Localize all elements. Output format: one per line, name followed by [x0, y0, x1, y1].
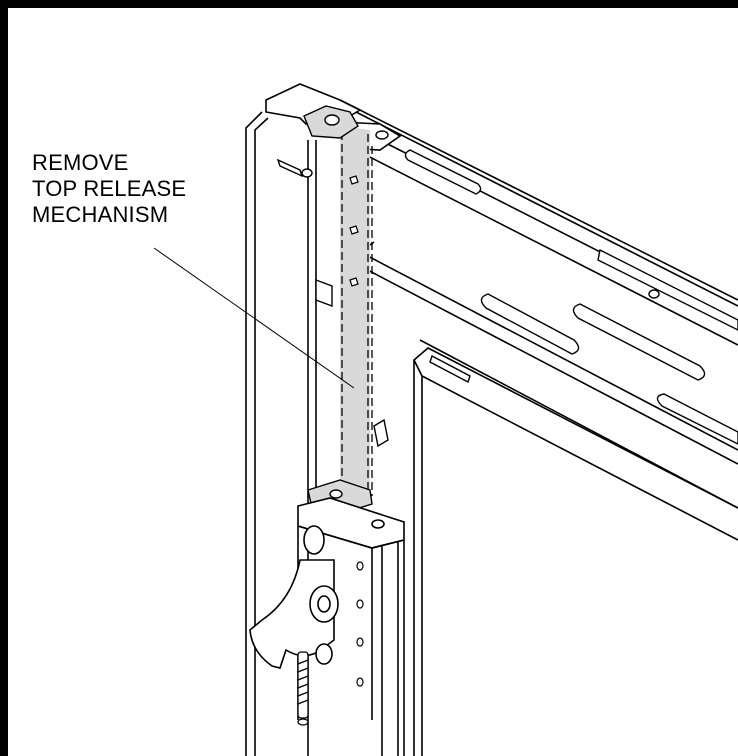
housing-hole: [371, 519, 385, 529]
rail-tabs: [315, 278, 389, 448]
inner-panel-frame: [413, 347, 738, 756]
callout-line-3: MECHANISM: [32, 202, 169, 227]
middle-crossbar: [359, 241, 738, 509]
release-top-hole: [324, 114, 340, 126]
inner-panel-slot: [429, 354, 471, 384]
callout-line-1: REMOVE: [32, 150, 129, 175]
alignment-pin: [276, 158, 313, 178]
left-frame-rail: [245, 111, 317, 756]
crossbar-hole: [648, 289, 660, 299]
release-bottom-hole: [329, 489, 343, 499]
top-rail-slot: [404, 149, 482, 195]
callout-line-2: TOP RELEASE: [32, 176, 187, 201]
lower-frame-lines: [381, 530, 399, 756]
latch-spring: [297, 651, 309, 726]
bracket-hole: [375, 130, 389, 140]
callout-label: REMOVE TOP RELEASE MECHANISM: [32, 150, 186, 228]
top-release-mechanism: [303, 105, 373, 513]
latch-hook: [249, 525, 339, 669]
callout-leader-line: [153, 247, 355, 389]
crossbar-slots: [480, 248, 738, 445]
